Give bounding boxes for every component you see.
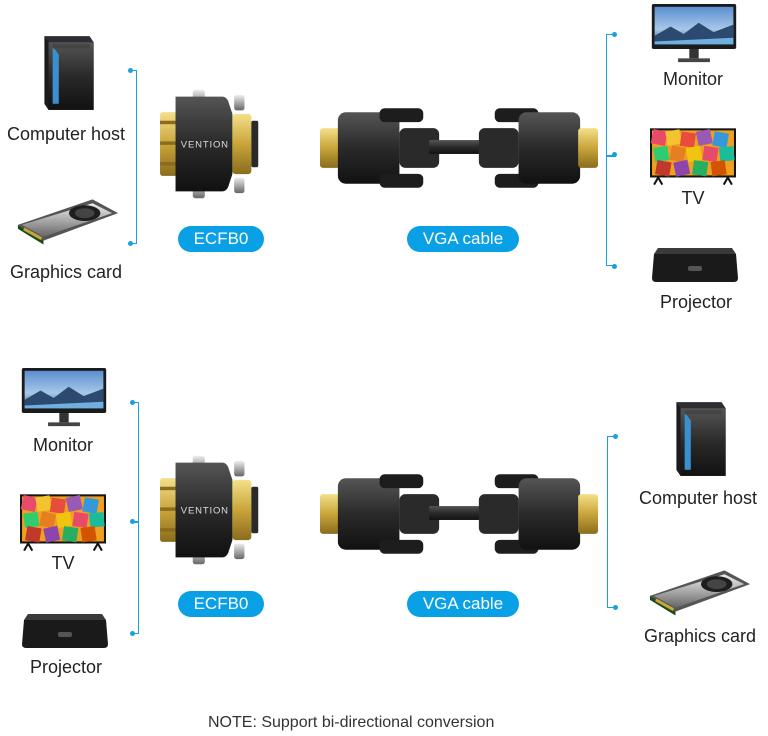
projector-icon: [22, 614, 108, 648]
right-bracket: [607, 436, 615, 608]
adapter-icon: [160, 89, 259, 199]
left-bracket: [130, 70, 137, 244]
tv-icon: [20, 494, 106, 552]
tower-icon: [44, 36, 94, 110]
device-label-computer-host: Computer host: [6, 124, 126, 144]
adapter-label: ECFB0: [178, 591, 264, 617]
adapter-icon: [160, 455, 259, 565]
device-label-tv: TV: [51, 553, 75, 573]
device-label-monitor: Monitor: [32, 435, 94, 455]
device-label-computer-host: Computer host: [638, 488, 758, 508]
vga-cable-icon: [320, 108, 598, 188]
graphics-card-icon: [16, 197, 120, 245]
graphics-card-icon: [648, 568, 752, 616]
device-label-tv: TV: [681, 188, 705, 208]
cable-label: VGA cable: [407, 226, 519, 252]
projector-icon: [652, 248, 738, 282]
device-label-projector: Projector: [659, 292, 733, 312]
device-label-projector: Projector: [29, 657, 103, 677]
monitor-icon: [21, 368, 107, 427]
right-bracket: [606, 34, 614, 266]
vga-cable-icon: [320, 474, 598, 554]
device-label-graphics-card: Graphics card: [643, 626, 757, 646]
cable-label: VGA cable: [407, 591, 519, 617]
monitor-icon: [651, 4, 737, 63]
adapter-label: ECFB0: [178, 226, 264, 252]
tv-icon: [650, 128, 736, 186]
device-label-graphics-card: Graphics card: [9, 262, 123, 282]
left-bracket: [132, 402, 139, 634]
note-text: NOTE: Support bi-directional conversion: [208, 714, 495, 731]
device-label-monitor: Monitor: [662, 69, 724, 89]
tower-icon: [676, 402, 726, 476]
